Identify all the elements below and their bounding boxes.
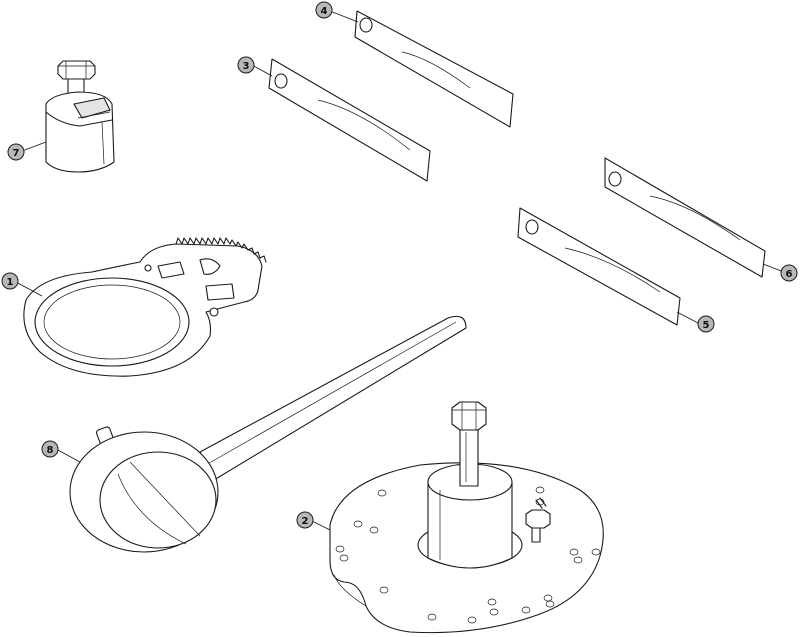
- callout-3: 3: [237, 56, 273, 77]
- callout-label-7: 7: [13, 148, 20, 159]
- callout-label-8: 8: [47, 445, 54, 456]
- callout-label-6: 6: [786, 269, 793, 280]
- callout-5: 5: [676, 311, 715, 333]
- callout-label-4: 4: [321, 6, 328, 17]
- callout-6: 6: [762, 263, 798, 282]
- callout-label-3: 3: [243, 61, 250, 72]
- callout-label-5: 5: [703, 320, 710, 331]
- callout-2: 2: [296, 511, 331, 531]
- part-1-toothed-wrench: [23, 237, 267, 377]
- callout-label-2: 2: [302, 516, 309, 527]
- part-7-puller: [45, 60, 115, 173]
- callout-7: 7: [7, 141, 47, 161]
- part-3-shim: [268, 58, 431, 182]
- part-5-shim: [517, 207, 681, 326]
- callout-8: 8: [41, 440, 81, 463]
- part-4-shim: [354, 10, 514, 128]
- part-8-cup-wrench: [69, 315, 467, 553]
- part-6-shim: [604, 157, 766, 278]
- callout-1: 1: [1, 272, 43, 297]
- part-2-base-plate: [329, 401, 604, 634]
- callout-4: 4: [315, 1, 359, 23]
- callout-label-1: 1: [7, 277, 14, 288]
